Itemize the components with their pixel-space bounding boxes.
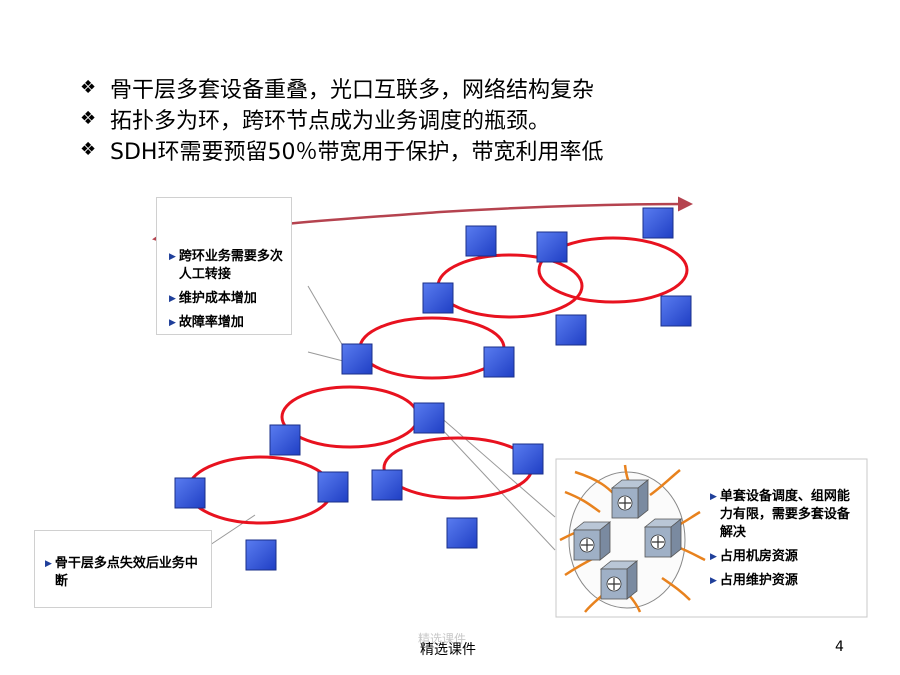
network-node (245, 539, 277, 571)
callout-bottom-left: ▶ 骨干层多点失效后业务中断 (34, 530, 212, 608)
bullet-item: ❖ 拓扑多为环，跨环节点成为业务调度的瓶颈。 (80, 103, 603, 134)
callout-item-text: 占用机房资源 (719, 549, 798, 564)
sdh-ring (186, 455, 334, 525)
callout-item-text: 单套设备调度、组网能力有限，需要多套设备解决 (719, 489, 850, 540)
bullet-list: ❖ 骨干层多套设备重叠，光口互联多，网络结构复杂 ❖ 拓扑多为环，跨环节点成为业… (80, 72, 603, 165)
network-node (483, 346, 515, 378)
network-node (642, 207, 674, 239)
network-node (422, 282, 454, 314)
triangle-bullet-icon: ▶ (169, 252, 176, 262)
bullet-item: ❖ SDH环需要预留50％带宽用于保护，带宽利用率低 (80, 134, 603, 165)
bullet-text: SDH环需要预留50％带宽用于保护，带宽利用率低 (110, 139, 604, 165)
callout-leader-line (307, 285, 348, 354)
callout-item-text: 故障率增加 (178, 315, 244, 330)
callout-item: ▶ 占用机房资源 (710, 548, 860, 566)
network-node (341, 343, 373, 375)
network-node (371, 469, 403, 501)
switch-cube-icon (610, 479, 650, 519)
network-node (465, 225, 497, 257)
callout-item: ▶ 骨干层多点失效后业务中断 (45, 555, 203, 591)
network-node (536, 231, 568, 263)
network-node (413, 402, 445, 434)
callout-item-text: 跨环业务需要多次人工转接 (178, 249, 283, 282)
network-node (555, 314, 587, 346)
network-node (317, 471, 349, 503)
callout-leader-line (209, 514, 256, 546)
bullet-item: ❖ 骨干层多套设备重叠，光口互联多，网络结构复杂 (80, 72, 603, 103)
callout-leader-line (307, 351, 348, 363)
callout-item: ▶ 维护成本增加 (169, 290, 283, 308)
callout-top: ▶ 跨环业务需要多次人工转接 ▶ 维护成本增加 ▶ 故障率增加 (156, 197, 292, 335)
switch-cube-icon (599, 560, 639, 600)
network-node (446, 517, 478, 549)
network-node (512, 443, 544, 475)
bullet-text: 骨干层多套设备重叠，光口互联多，网络结构复杂 (110, 77, 595, 103)
network-node (660, 295, 692, 327)
callout-item-text: 骨干层多点失效后业务中断 (54, 556, 198, 589)
network-node (269, 424, 301, 456)
callout-leader-line (437, 414, 556, 518)
triangle-bullet-icon: ▶ (710, 576, 717, 586)
callout-item: ▶ 跨环业务需要多次人工转接 (169, 248, 283, 284)
triangle-bullet-icon: ▶ (710, 552, 717, 562)
diamond-bullet-icon: ❖ (80, 77, 97, 98)
triangle-bullet-icon: ▶ (710, 492, 717, 502)
callout-leader-line (437, 424, 556, 551)
sdh-ring (358, 316, 506, 380)
footer-watermark: 精选课件 (418, 632, 467, 646)
diamond-bullet-icon: ❖ (80, 108, 97, 129)
footer-left: 精选课件 (420, 642, 476, 658)
callout-item-text: 维护成本增加 (178, 291, 257, 306)
triangle-bullet-icon: ▶ (169, 318, 176, 328)
callout-item: ▶ 占用维护资源 (710, 572, 860, 590)
callout-right: ▶ 单套设备调度、组网能力有限，需要多套设备解决 ▶ 占用机房资源 ▶ 占用维护… (710, 488, 860, 596)
callout-item-text: 占用维护资源 (719, 573, 798, 588)
switch-cube-icon (643, 518, 683, 558)
sdh-ring (537, 236, 689, 304)
callout-item: ▶ 故障率增加 (169, 314, 283, 332)
bullet-text: 拓扑多为环，跨环节点成为业务调度的瓶颈。 (110, 108, 551, 134)
page-number: 4 (835, 639, 844, 655)
triangle-bullet-icon: ▶ (169, 294, 176, 304)
sdh-ring (436, 253, 584, 319)
triangle-bullet-icon: ▶ (45, 559, 52, 569)
network-node (174, 477, 206, 509)
callout-item: ▶ 单套设备调度、组网能力有限，需要多套设备解决 (710, 488, 860, 542)
sdh-ring (280, 385, 420, 449)
diamond-bullet-icon: ❖ (80, 139, 97, 160)
network-nodes (174, 207, 692, 571)
switch-cube-icon (572, 521, 612, 561)
